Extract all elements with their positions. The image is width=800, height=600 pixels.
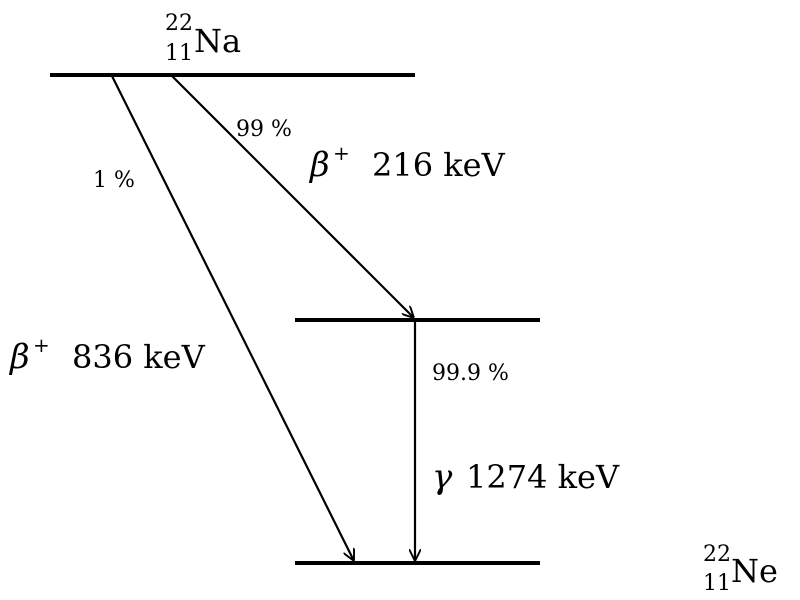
- parent-atomic-number: 11: [165, 41, 193, 66]
- arrow-beta-216: [171, 75, 414, 318]
- beta-charge: +: [333, 141, 350, 165]
- beta-836-label: β + 836 keV: [8, 333, 206, 377]
- branch-99-label: 99 %: [236, 117, 292, 142]
- parent-nuclide-label: 22 11 Na: [165, 11, 241, 66]
- daughter-symbol: Ne: [731, 552, 778, 590]
- beta-charge: +: [33, 333, 50, 357]
- beta-216-energy: 216 keV: [372, 146, 506, 184]
- beta-symbol: β: [308, 145, 330, 185]
- beta-836-energy: 836 keV: [72, 338, 206, 376]
- beta-216-label: β + 216 keV: [308, 141, 506, 185]
- daughter-nuclide-label: 22 11 Ne: [703, 542, 778, 596]
- gamma-symbol: γ: [432, 457, 453, 497]
- arrow-beta-836: [111, 75, 355, 561]
- beta-symbol: β: [8, 337, 30, 377]
- branch-99-9-label: 99.9 %: [432, 361, 509, 386]
- daughter-atomic-number: 11: [703, 571, 731, 596]
- gamma-1274-label: γ 1274 keV: [432, 457, 620, 497]
- parent-symbol: Na: [194, 22, 241, 60]
- branch-1-label: 1 %: [93, 168, 135, 193]
- daughter-mass-number: 22: [703, 542, 731, 567]
- parent-mass-number: 22: [165, 11, 193, 36]
- gamma-1274-energy: 1274 keV: [466, 458, 620, 496]
